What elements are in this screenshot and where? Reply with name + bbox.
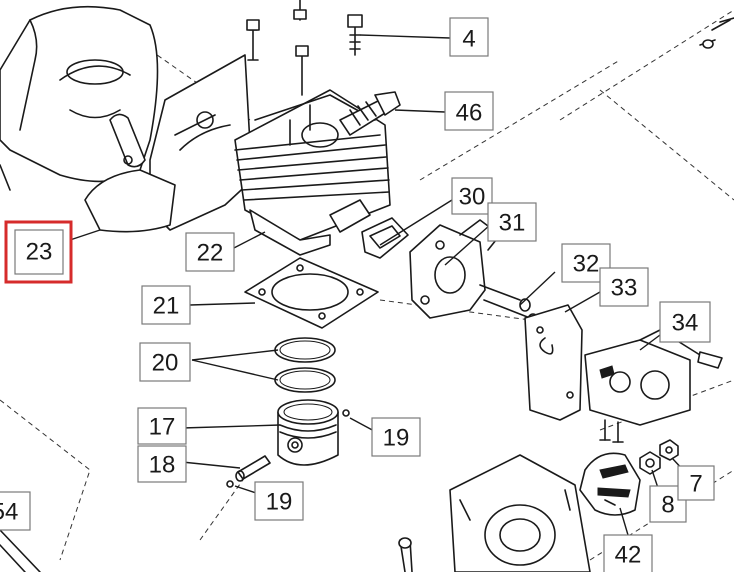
callout-19-upper: 19 xyxy=(371,417,421,457)
callout-label: 19 xyxy=(383,425,410,452)
callout-label: 46 xyxy=(456,100,483,127)
spark-plug-part xyxy=(339,91,401,136)
callout-label: 7 xyxy=(689,471,702,498)
bolts xyxy=(246,0,363,96)
callout-46: 46 xyxy=(444,91,494,131)
callout-label: 23 xyxy=(26,239,53,266)
callout-31: 31 xyxy=(487,202,537,242)
piston-part xyxy=(277,399,350,466)
callout-label: 30 xyxy=(459,184,486,211)
filter-base-part xyxy=(579,452,641,516)
callout-32: 32 xyxy=(561,243,611,283)
callout-4: 4 xyxy=(449,17,489,57)
callout-33: 33 xyxy=(599,267,649,307)
callout-17: 17 xyxy=(137,407,187,445)
callout-label: 4 xyxy=(462,26,475,53)
intake-manifold-part xyxy=(409,219,501,319)
callout-34: 34 xyxy=(659,301,711,343)
callout-22: 22 xyxy=(185,232,235,272)
leader-lines xyxy=(69,34,686,536)
callout-label: 18 xyxy=(149,452,176,479)
callout-20: 20 xyxy=(139,342,191,382)
highlight-frame xyxy=(4,220,73,284)
callout-label: 19 xyxy=(266,489,293,516)
callout-label: 33 xyxy=(611,275,638,302)
intake-gasket-part xyxy=(329,199,409,259)
callout-label: 42 xyxy=(615,542,642,569)
callout-54: 54 xyxy=(0,491,31,531)
callout-42: 42 xyxy=(603,534,653,572)
callout-19-lower: 19 xyxy=(254,481,304,521)
small-screw-part xyxy=(699,17,734,49)
carburetor-gasket-part xyxy=(524,304,583,421)
nuts-part xyxy=(639,439,679,475)
callout-label: 32 xyxy=(573,251,600,278)
piston-pin-part xyxy=(226,455,271,488)
crankcase-part xyxy=(398,454,591,572)
piston-rings-part xyxy=(274,337,336,393)
cylinder-gasket-part xyxy=(244,257,379,329)
callout-label: 31 xyxy=(499,210,526,237)
callout-21: 21 xyxy=(141,285,191,325)
callout-30: 30 xyxy=(451,177,493,215)
callout-label: 17 xyxy=(149,414,176,441)
callout-label: 34 xyxy=(672,310,699,337)
heat-shield-part xyxy=(84,54,253,233)
carburetor-part xyxy=(584,329,723,443)
callout-18: 18 xyxy=(137,445,187,483)
callout-label: 54 xyxy=(0,499,18,526)
callout-label: 8 xyxy=(661,492,674,519)
callout-label: 21 xyxy=(153,293,180,320)
callout-label: 20 xyxy=(152,350,179,377)
crankshaft-edge-part xyxy=(0,529,41,572)
callout-label: 22 xyxy=(197,240,224,267)
callout-7: 7 xyxy=(677,465,715,501)
callout-23-highlighted: 23 xyxy=(4,220,73,284)
